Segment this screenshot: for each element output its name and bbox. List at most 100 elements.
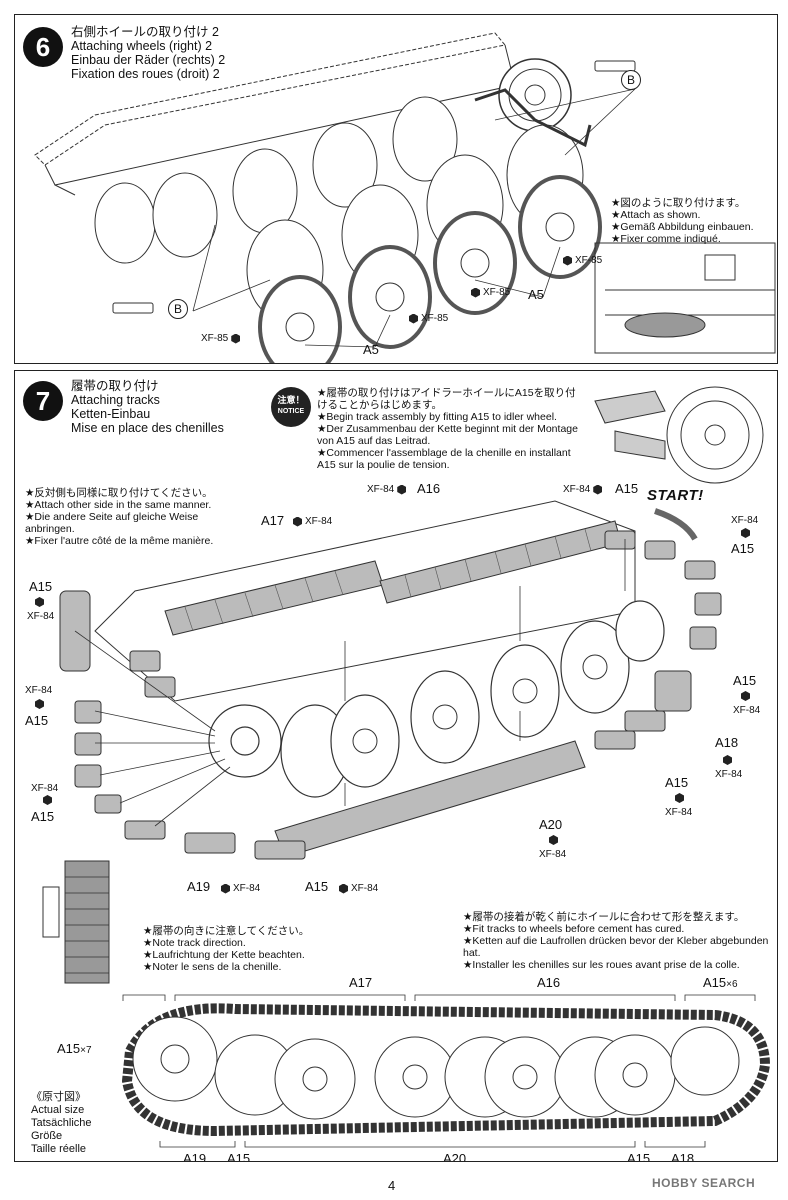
paint-drop-icon [221, 883, 230, 894]
part-a16-label: A16 [417, 481, 441, 496]
part-a15-left-3: A15 [31, 809, 55, 824]
fit-en: ★Fit tracks to wheels before cement has … [463, 923, 685, 935]
fit-fr: ★Installer les chenilles sur les roues a… [463, 959, 740, 971]
part-a15-right-1: A15 [731, 541, 755, 556]
part-a20-label: A20 [539, 817, 563, 832]
notice-text-fr: ★Commencer l'assemblage de la chenille e… [317, 447, 571, 471]
notice-text-jp: ★履帯の取り付けはアイドラーホイールにA15を取り付けることからはじめます。 [317, 387, 576, 411]
part-a5-label-2: A5 [528, 287, 544, 302]
actual-en: Actual size [31, 1104, 85, 1116]
part-a17-label: A17 [261, 513, 285, 528]
actual-size-note: 《原寸図》 Actual size Tatsächliche Größe Tai… [31, 1091, 121, 1156]
actual-size-track-diagram [121, 994, 771, 1148]
page-number: 4 [388, 1178, 396, 1193]
paint-left-2: XF-84 [25, 685, 53, 696]
part-b-callout-top: B [621, 70, 641, 90]
step-7-title-de: Ketten-Einbau [71, 407, 151, 421]
paint-drop-icon [723, 755, 732, 765]
notice-text-de: ★Der Zusammenbau der Kette beginnt mit d… [317, 423, 578, 447]
paint-drop-icon [741, 691, 750, 701]
bracket-a16-label: A16 [537, 975, 561, 990]
paint-drop-icon [471, 287, 480, 298]
paint-drop-icon [563, 255, 572, 266]
bottom-a19-label: A19 [183, 1151, 207, 1162]
paint-drop-icon [43, 795, 52, 805]
attach-note-en: ★Attach as shown. [611, 209, 701, 221]
paint-xf85-1-label: XF-85 [201, 333, 229, 344]
bracket-a15x6-label: A15×6 [703, 975, 738, 990]
bottom-a15-left-label: A15 [227, 1151, 251, 1162]
direction-note: ★履帯の向きに注意してください。 ★Note track direction. … [143, 925, 343, 973]
notice-badge-jp: 注意！ [277, 395, 305, 405]
paint-xf85-2: XF-85 [409, 313, 448, 324]
paint-right-1: XF-84 [731, 515, 759, 526]
part-a18-label: A18 [715, 735, 739, 750]
notice-badge-en: NOTICE [277, 408, 305, 415]
bottom-a15-right-label: A15 [627, 1151, 651, 1162]
part-a15-right-3: A15 [665, 775, 689, 790]
other-side-fr: ★Fixer l'autre côté de la même manière. [25, 535, 214, 547]
paint-left-3: XF-84 [31, 783, 59, 794]
paint-drop-icon [593, 484, 603, 495]
fit-de: ★Ketten auf die Laufrollen drücken bevor… [463, 935, 769, 959]
sprocket-wheel [498, 58, 572, 132]
brand-watermark: HOBBY SEARCH [652, 1176, 756, 1190]
step-6-panel: 6 右側ホイールの取り付け 2 Attaching wheels (right)… [14, 14, 778, 364]
track-assembly-diagram [59, 386, 764, 860]
other-side-jp: ★反対側も同様に取り付けてください。 [25, 487, 213, 499]
part-a15-bottom-label: A15 [305, 879, 329, 894]
paint-right-2: XF-84 [733, 705, 761, 716]
step-7-titles: 履帯の取り付け Attaching tracks Ketten-Einbau M… [71, 379, 224, 435]
direction-de: ★Laufrichtung der Kette beachten. [143, 949, 305, 961]
step-7-title-fr: Mise en place des chenilles [71, 421, 224, 435]
track-direction-sample [42, 860, 110, 984]
step-7-title-jp: 履帯の取り付け [71, 379, 159, 393]
attach-note-de: ★Gemäß Abbildung einbauen. [611, 221, 754, 233]
attach-note-jp: ★図のように取り付けます。 [611, 197, 746, 209]
step-7-number: 7 [23, 381, 63, 421]
paint-xf85-4-label: XF-85 [575, 255, 603, 266]
paint-a19-label: XF-84 [233, 883, 261, 894]
step-6-title-jp: 右側ホイールの取り付け 2 [71, 25, 219, 39]
step-7-panel: 7 履帯の取り付け Attaching tracks Ketten-Einbau… [14, 370, 778, 1162]
paint-a15-bottom-label: XF-84 [351, 883, 379, 894]
part-a15-left-1: A15 [29, 579, 53, 594]
part-a15-right-2: A15 [733, 673, 757, 688]
paint-drop-icon [35, 597, 44, 607]
paint-a15-top-label: XF-84 [563, 484, 591, 495]
paint-xf85-3: XF-85 [471, 287, 510, 298]
part-b-callout-bottom: B [168, 299, 188, 319]
paint-a16-label: XF-84 [367, 484, 395, 495]
paint-drop-icon [675, 793, 684, 803]
paint-left-1: XF-84 [27, 611, 55, 622]
attach-note-fr: ★Fixer comme indiqué. [611, 233, 721, 245]
bottom-a18-label: A18 [671, 1151, 695, 1162]
step-6-attach-note: ★図のように取り付けます。 ★Attach as shown. ★Gemäß A… [611, 197, 775, 245]
paint-drop-icon [409, 313, 418, 324]
step-6-title-fr: Fixation des roues (droit) 2 [71, 67, 220, 81]
fit-note: ★履帯の接着が乾く前にホイールに合わせて形を整えます。 ★Fit tracks … [463, 911, 775, 971]
paint-a20: XF-84 [539, 849, 567, 860]
part-a5-label-1: A5 [363, 342, 379, 357]
paint-drop-icon [35, 699, 44, 709]
actual-de2: Größe [31, 1130, 63, 1142]
other-side-note: ★反対側も同様に取り付けてください。 ★Attach other side in… [25, 487, 235, 547]
part-a15-top-label: A15 [615, 481, 639, 496]
paint-drop-icon [293, 516, 302, 527]
paint-right-3: XF-84 [665, 807, 693, 818]
start-label: START! [647, 487, 704, 504]
paint-drop-icon [741, 528, 750, 538]
actual-jp: 《原寸図》 [31, 1091, 86, 1103]
other-side-en: ★Attach other side in the same manner. [25, 499, 212, 511]
actual-fr: Taille réelle [31, 1143, 87, 1155]
part-a19-label: A19 [187, 879, 211, 894]
paint-xf85-2-label: XF-85 [421, 313, 449, 324]
direction-en: ★Note track direction. [143, 937, 246, 949]
paint-xf85-4: XF-85 [563, 255, 602, 266]
step-6-titles: 右側ホイールの取り付け 2 Attaching wheels (right) 2… [71, 25, 225, 81]
notice-badge: 注意！ NOTICE [271, 387, 311, 427]
bracket-a15x7-count: ×7 [80, 1045, 92, 1056]
paint-a17: XF-84 [293, 516, 332, 527]
paint-drop-icon [339, 883, 348, 894]
paint-a16: XF-84 [367, 484, 407, 495]
